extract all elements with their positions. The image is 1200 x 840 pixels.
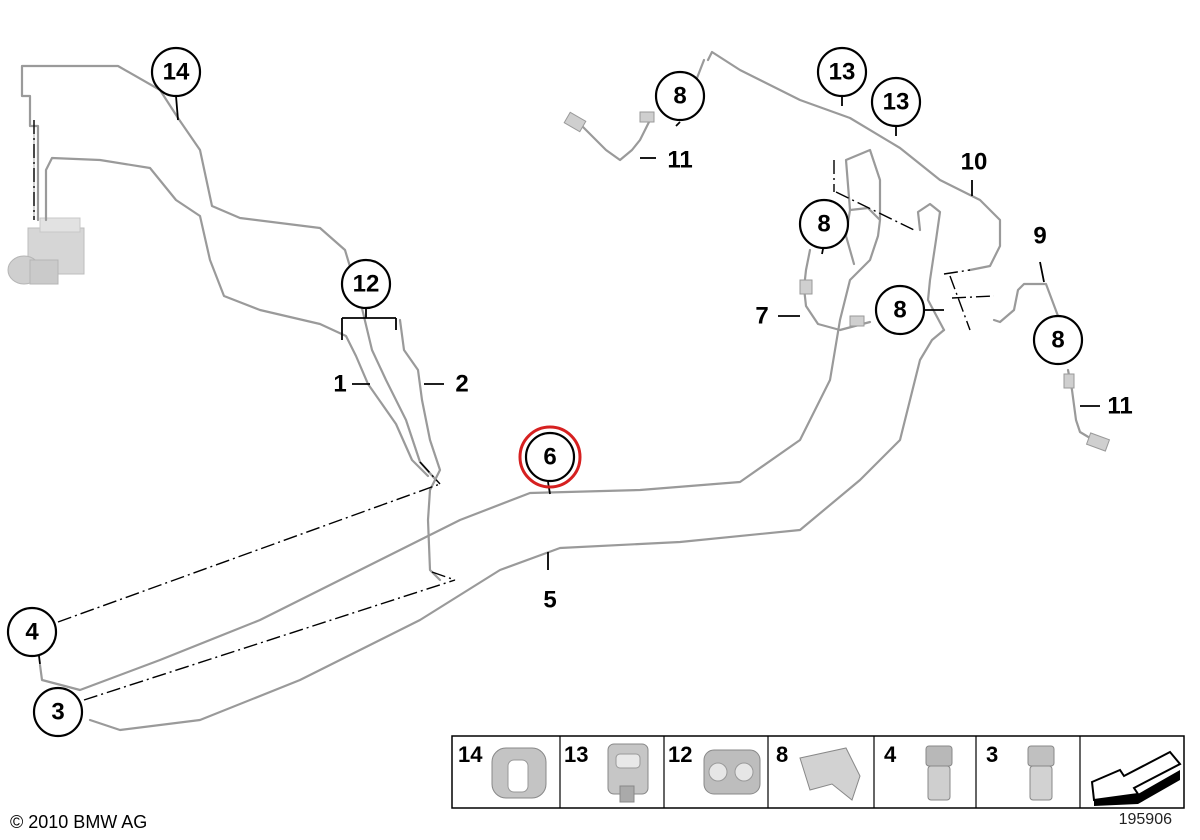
legend-item-14[interactable]: 14 — [458, 742, 547, 799]
legend-item-8-number: 8 — [776, 742, 788, 767]
callout-13-left-label: 13 — [829, 59, 856, 86]
diagram-id: 195906 — [1119, 811, 1172, 828]
callout-4[interactable]: 4 — [6, 606, 58, 658]
callout-4-label: 4 — [25, 619, 39, 646]
legend-item-4[interactable]: 4 — [884, 742, 953, 801]
extension-lines — [33, 120, 995, 701]
callout-13-right-label: 13 — [883, 89, 910, 116]
legend-item-13[interactable]: 13 — [564, 742, 649, 803]
label-2: 2 — [455, 371, 468, 398]
callout-6[interactable]: 6 — [518, 425, 582, 489]
legend-item-12[interactable]: 12 — [668, 742, 761, 795]
highlight-ring — [518, 425, 582, 489]
callout-8-mid-left-label: 8 — [817, 211, 830, 238]
brake-line-9-11 — [992, 282, 1111, 452]
callout-6-label: 6 — [543, 444, 556, 471]
callout-8-mid[interactable]: 8 — [874, 284, 926, 336]
label-1: 1 — [333, 371, 346, 398]
brake-line-10 — [563, 50, 1002, 272]
legend-strip: 14 13 12 8 — [451, 735, 1185, 809]
label-10: 10 — [961, 149, 988, 176]
fitting-4-icon — [925, 745, 953, 801]
forward-direction-arrow-icon — [1090, 750, 1182, 806]
callout-8-mid-left[interactable]: 8 — [798, 198, 850, 250]
callout-8-top-label: 8 — [673, 83, 686, 110]
callout-14[interactable]: 14 — [150, 46, 202, 98]
callout-12-label: 12 — [353, 271, 380, 298]
clip-13-icon — [607, 743, 649, 803]
brake-lines-front — [20, 64, 442, 582]
callout-8-top[interactable]: 8 — [654, 70, 706, 122]
clip-12-icon — [703, 749, 761, 795]
brake-lines-rear-main — [38, 148, 946, 732]
label-7: 7 — [755, 303, 768, 330]
label-11-top: 11 — [667, 147, 692, 174]
callout-8-right[interactable]: 8 — [1032, 314, 1084, 366]
label-9: 9 — [1033, 223, 1046, 250]
callout-12[interactable]: 12 — [340, 258, 392, 310]
callout-8-mid-label: 8 — [893, 297, 906, 324]
brake-line-7 — [799, 248, 872, 332]
fitting-3-icon — [1027, 745, 1055, 801]
bracket-8-icon — [799, 747, 861, 801]
legend-item-8[interactable]: 8 — [776, 742, 861, 801]
callout-14-label: 14 — [163, 59, 190, 86]
clip-14-icon — [491, 747, 547, 799]
legend-item-13-number: 13 — [564, 742, 588, 767]
legend-item-3-number: 3 — [986, 742, 998, 767]
callout-3-label: 3 — [51, 699, 64, 726]
abs-unit — [7, 217, 85, 285]
legend-item-12-number: 12 — [668, 742, 692, 767]
callout-13-left[interactable]: 13 — [816, 46, 868, 98]
callout-13-right[interactable]: 13 — [870, 76, 922, 128]
copyright-text: © 2010 BMW AG — [10, 812, 147, 832]
callout-3[interactable]: 3 — [32, 686, 84, 738]
legend-item-14-number: 14 — [458, 742, 483, 767]
label-11-right: 11 — [1107, 393, 1132, 420]
callout-8-right-label: 8 — [1051, 327, 1064, 354]
legend-item-4-number: 4 — [884, 742, 897, 767]
label-5: 5 — [543, 587, 556, 614]
legend-item-3[interactable]: 3 — [986, 742, 1055, 801]
